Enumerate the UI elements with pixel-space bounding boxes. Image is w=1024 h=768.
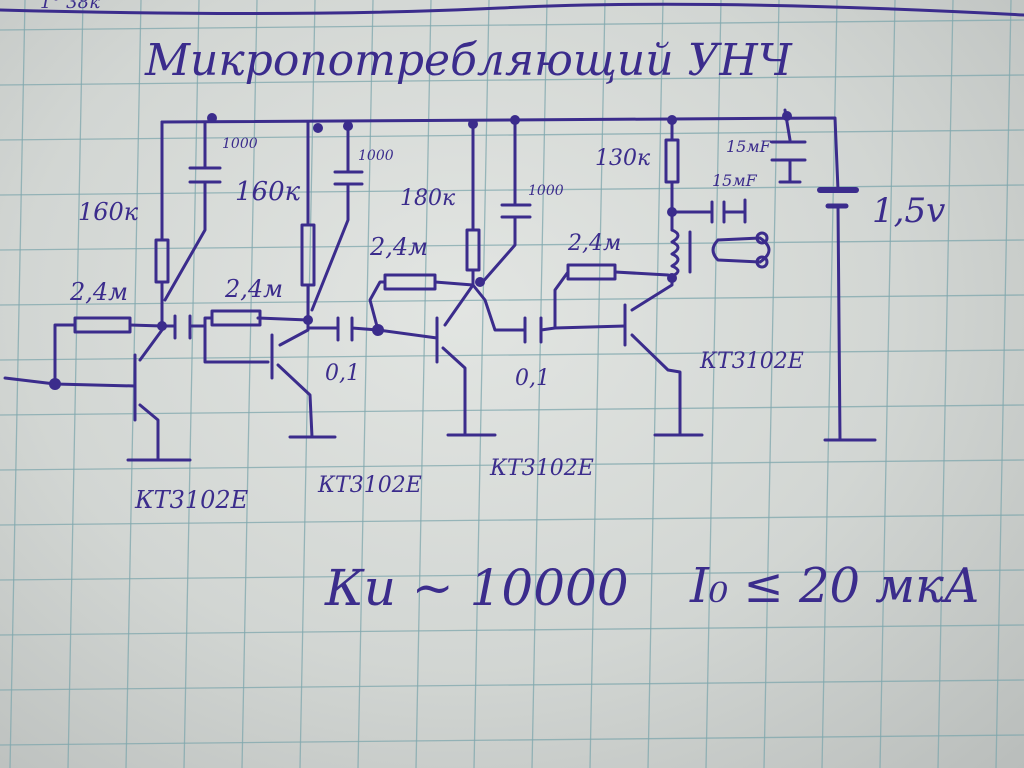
junction-dots (49, 111, 792, 390)
grid-line (0, 239, 1024, 251)
label-r3: 180к (400, 186, 456, 211)
grid-line (879, 0, 896, 768)
grid-line (0, 734, 1024, 746)
grid-line (589, 0, 606, 768)
grid-line (531, 0, 548, 768)
label-r4: 130к (595, 146, 651, 171)
gain-formula: Кu ~ 10000 (324, 559, 629, 617)
label-battery: 1,5v (872, 191, 945, 231)
grid-line (299, 0, 316, 768)
coupling-capacitors (173, 314, 543, 344)
label-c_out1: 0,1 (325, 361, 360, 386)
label-r2: 160к (235, 177, 301, 207)
grid-line (0, 624, 1024, 636)
grid-line (9, 0, 26, 768)
grid-line (937, 0, 954, 768)
resistors (73, 138, 680, 334)
label-rb1: 2,4м (69, 278, 128, 306)
label-c_out2: 0,1 (515, 366, 550, 391)
grid-line (0, 679, 1024, 691)
label-t1: КТ3102Е (134, 486, 249, 514)
grid-line (415, 0, 432, 768)
label-c2: 1000 (358, 148, 394, 164)
grid-line (0, 19, 1024, 31)
grid-line (183, 0, 200, 768)
grid-line (0, 569, 1024, 581)
grid-line (241, 0, 258, 768)
component-labels: 160к 160к 180к 130к 2,4м 2,4м 2,4м 2,4м … (69, 136, 945, 514)
grid-line (0, 129, 1024, 141)
grid-line (0, 74, 1024, 86)
top-line (0, 2, 1024, 17)
grid-line (705, 0, 722, 768)
label-rb4: 2,4м (567, 231, 621, 256)
label-c1: 1000 (222, 136, 258, 152)
grid-line (0, 294, 1024, 306)
label-rb3: 2,4м (369, 233, 428, 261)
grid-line (0, 184, 1024, 196)
label-c_filter: 15мF (726, 137, 772, 156)
label-c_bypass: 15мF (712, 171, 758, 190)
top-note: 1° 38к (40, 0, 100, 13)
label-t4: КТ3102Е (699, 349, 804, 374)
grid-line (0, 349, 1024, 361)
grid-line (357, 0, 374, 768)
grid-line (647, 0, 664, 768)
grid-line (763, 0, 780, 768)
grid-line (821, 0, 838, 768)
label-rb2: 2,4м (224, 275, 283, 303)
current-formula: I₀ ≤ 20 мкА (689, 558, 980, 614)
label-c3: 1000 (528, 183, 564, 199)
grid-line (0, 459, 1024, 471)
grid-line (0, 404, 1024, 416)
grid-line (995, 0, 1012, 768)
title: Микропотребляющий УНЧ (144, 35, 793, 86)
label-t3: КТ3102Е (489, 456, 594, 481)
label-t2: КТ3102Е (317, 473, 422, 498)
label-r1: 160к (78, 198, 139, 226)
grid-line (473, 0, 490, 768)
grid-line (0, 514, 1024, 526)
